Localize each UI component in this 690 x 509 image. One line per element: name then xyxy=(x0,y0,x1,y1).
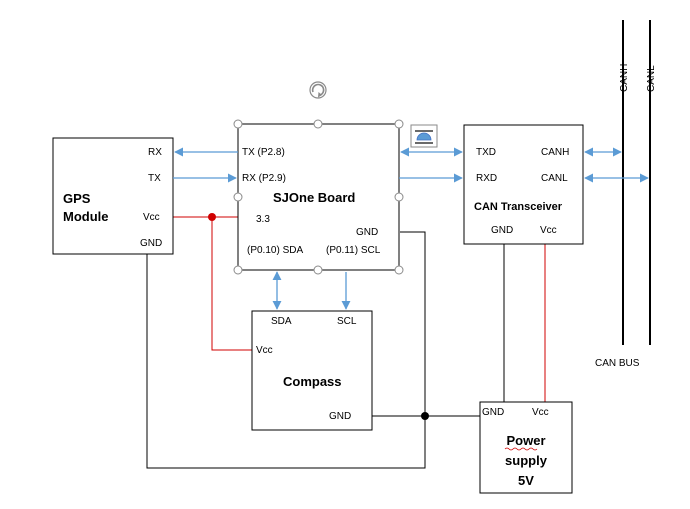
resize-handle-bottom-left[interactable] xyxy=(233,265,243,275)
gps-pin-rx: RX xyxy=(148,147,162,158)
power-title-line3: 5V xyxy=(518,473,534,488)
gps-module-box xyxy=(52,137,174,255)
sjone-pin-gnd: GND xyxy=(356,227,378,238)
gps-pin-vcc: Vcc xyxy=(143,212,160,223)
power-pin-vcc: Vcc xyxy=(532,407,549,418)
gps-pin-tx: TX xyxy=(148,173,161,184)
can-pin-canl: CANL xyxy=(541,173,568,184)
gps-pin-gnd: GND xyxy=(140,238,162,249)
vcc-wire-compass xyxy=(211,217,252,351)
compass-pin-vcc: Vcc xyxy=(256,345,273,356)
resize-handle-top[interactable] xyxy=(313,119,323,129)
sjone-pin-sda: (P0.10) SDA xyxy=(247,245,303,256)
gnd-junction-dot xyxy=(421,412,429,420)
spellcheck-underline xyxy=(504,447,538,451)
power-title-line2: supply xyxy=(505,453,548,468)
compass-pin-scl: SCL xyxy=(337,316,357,327)
canl-bus-label: CANL xyxy=(646,65,657,92)
compass-pin-sda: SDA xyxy=(271,316,292,327)
selection-handles[interactable] xyxy=(233,119,404,275)
can-pin-rxd: RXD xyxy=(476,173,497,184)
can-pin-txd: TXD xyxy=(476,147,496,158)
power-supply-box xyxy=(479,401,573,494)
sjone-title: SJOne Board xyxy=(273,190,355,205)
can-transceiver-box xyxy=(463,124,584,245)
can-pin-gnd: GND xyxy=(491,225,513,236)
resize-handle-left[interactable] xyxy=(233,192,243,202)
can-pin-vcc: Vcc xyxy=(540,225,557,236)
sjone-pin-33: 3.3 xyxy=(256,214,270,225)
compass-box xyxy=(251,310,373,431)
resize-handle-bottom-right[interactable] xyxy=(394,265,404,275)
power-title-line1: Power xyxy=(506,433,545,448)
gps-title-line1: GPS xyxy=(63,191,91,206)
compass-title: Compass xyxy=(283,374,342,389)
sjone-pin-scl: (P0.11) SCL xyxy=(326,245,381,256)
resize-handle-right[interactable] xyxy=(394,192,404,202)
sjone-pin-tx: TX (P2.8) xyxy=(242,147,285,158)
resize-handle-bottom[interactable] xyxy=(313,265,323,275)
canh-bus-label: CANH xyxy=(619,64,630,92)
sjone-board-box[interactable] xyxy=(237,123,400,271)
can-title: CAN Transceiver xyxy=(474,201,563,213)
power-pin-gnd: GND xyxy=(482,407,504,418)
rotate-handle-icon[interactable] xyxy=(309,81,327,99)
compass-pin-gnd: GND xyxy=(329,411,351,422)
layout-options-icon[interactable] xyxy=(410,124,438,148)
resize-handle-top-left[interactable] xyxy=(233,119,243,129)
gnd-wire-gps-sjone xyxy=(146,231,426,469)
sjone-pin-rx: RX (P2.9) xyxy=(242,173,286,184)
gps-title-line2: Module xyxy=(63,209,109,224)
can-pin-canh: CANH xyxy=(541,147,569,158)
vcc-junction-dot xyxy=(208,213,216,221)
can-bus-label: CAN BUS xyxy=(595,358,640,369)
resize-handle-top-right[interactable] xyxy=(394,119,404,129)
